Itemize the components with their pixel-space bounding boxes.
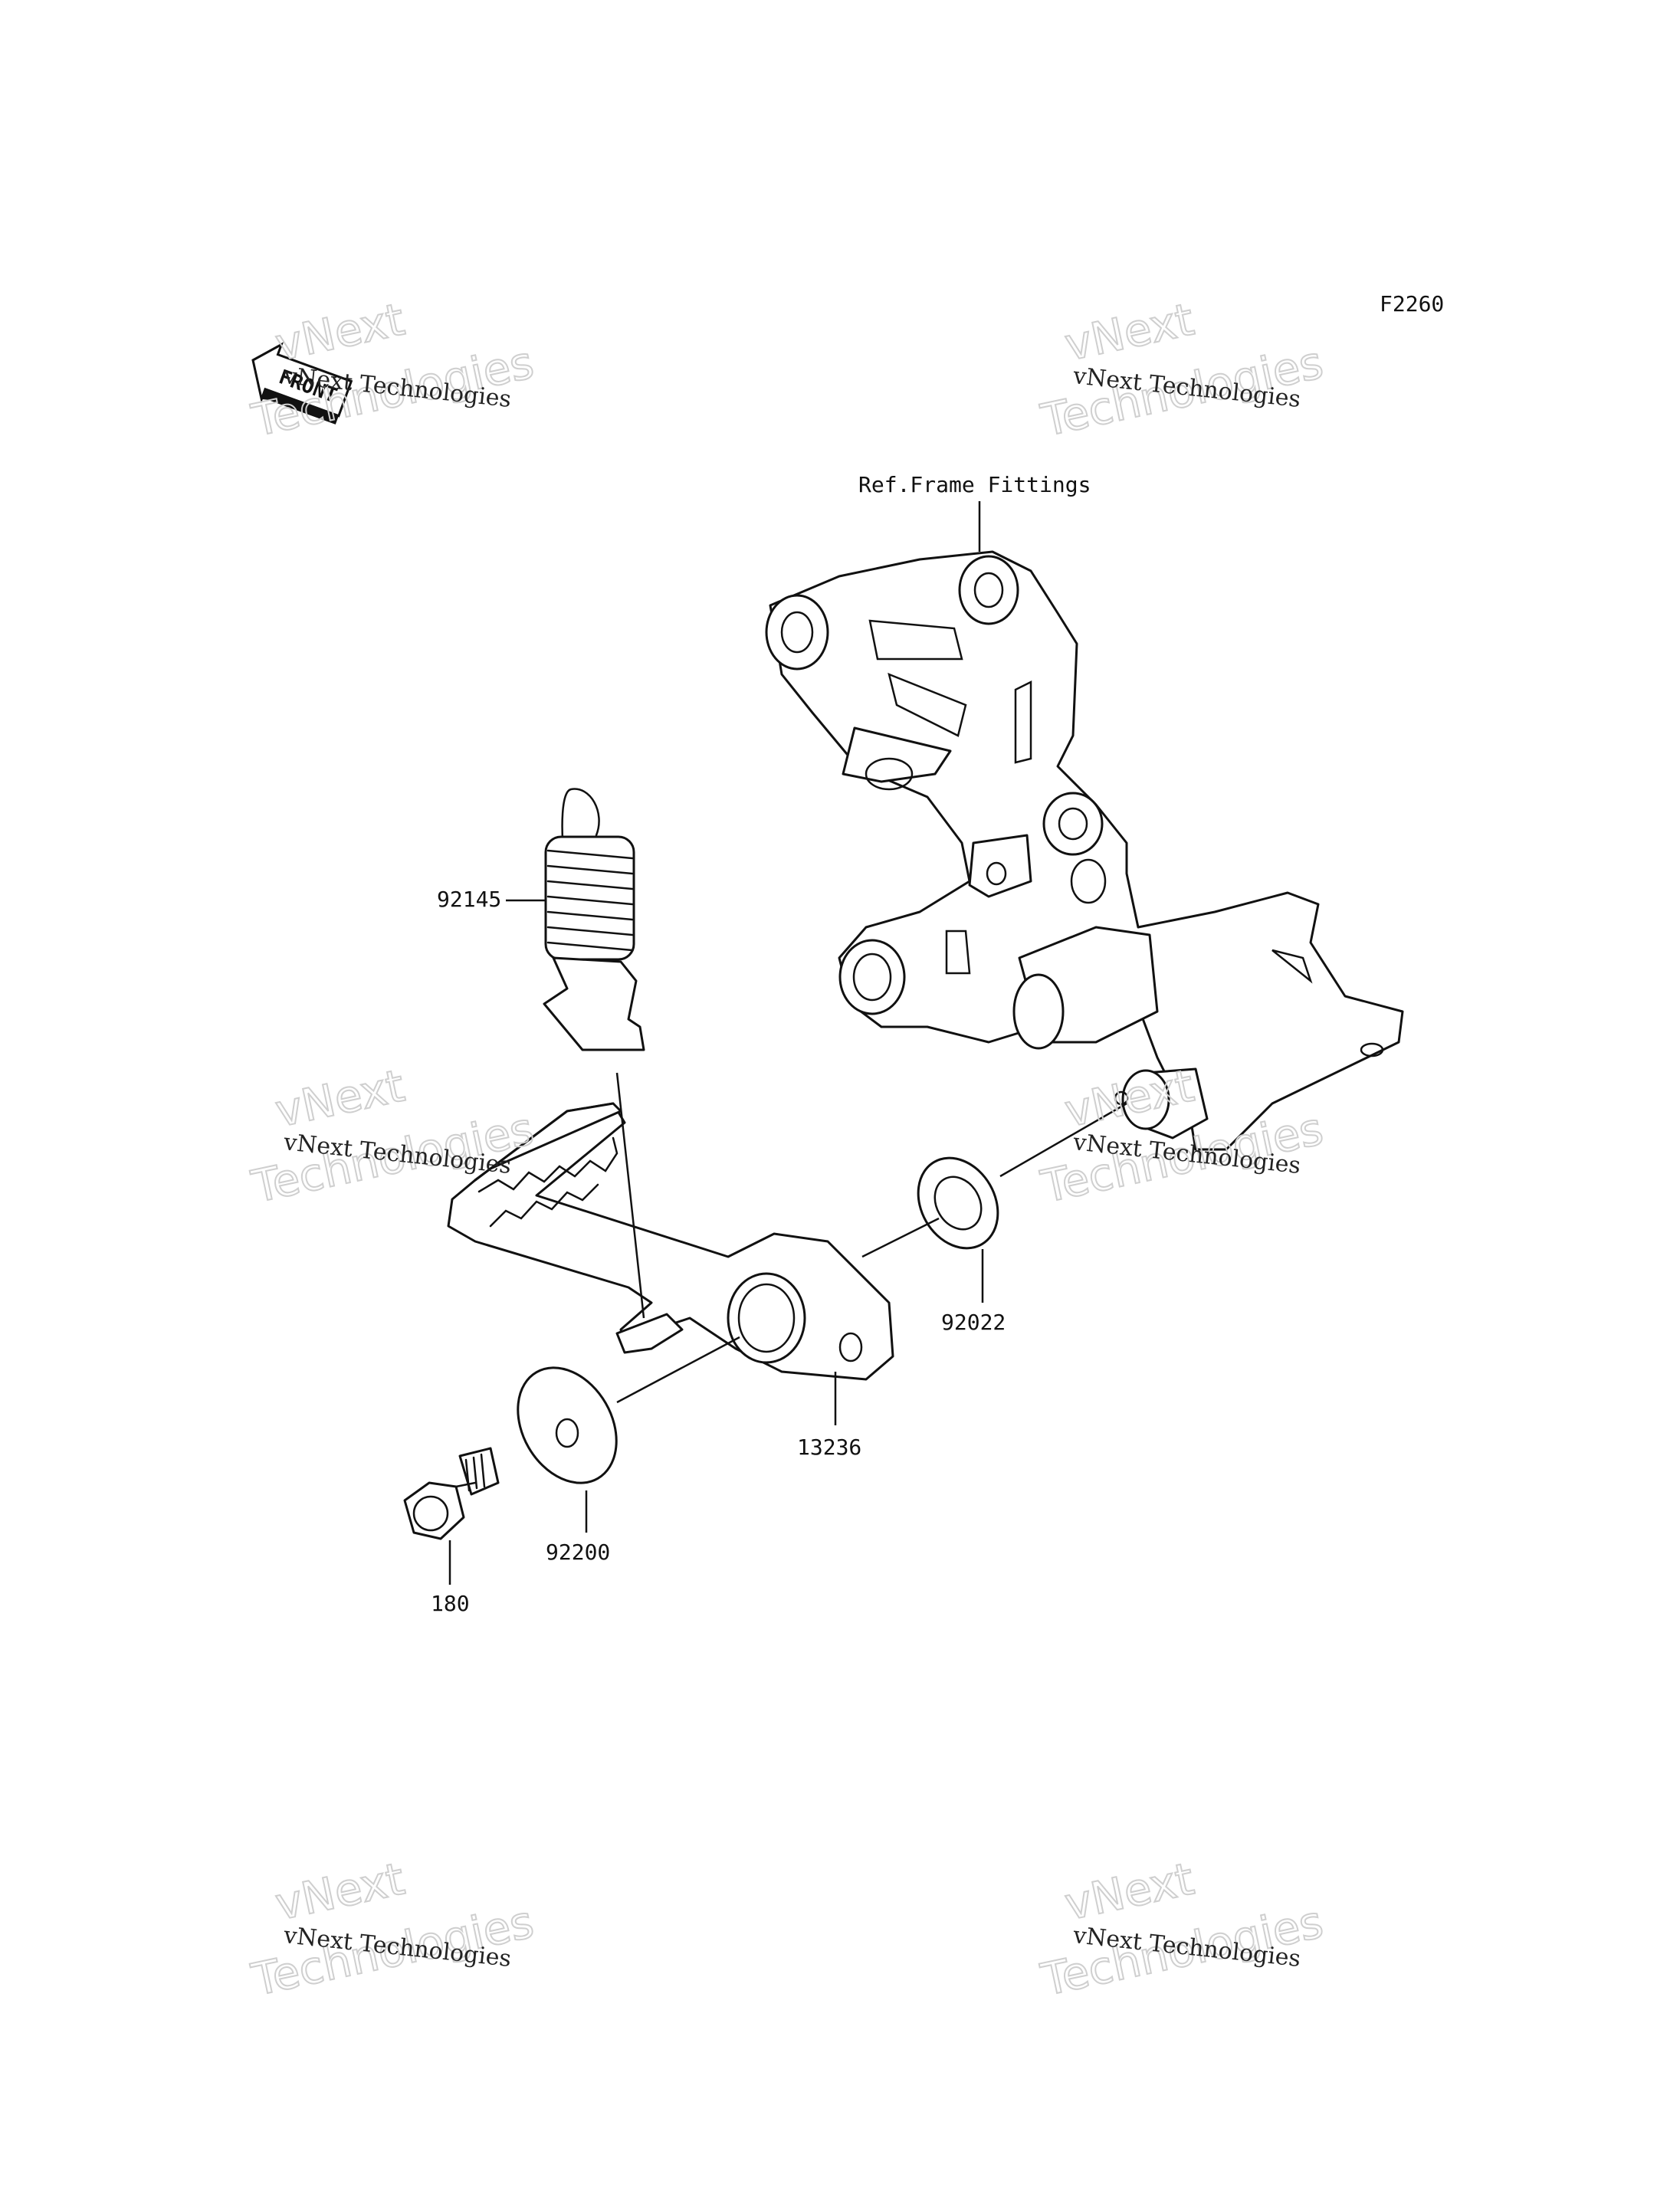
leader-collar-axis-a xyxy=(861,1217,940,1258)
watermark: vNext Technologies vNext Technologies xyxy=(246,1851,539,2006)
watermark: vNext Technologies vNext Technologies xyxy=(246,292,539,447)
part-number-spring: 92145 xyxy=(437,887,501,912)
watermark: vNext Technologies vNext Technologies xyxy=(1035,292,1328,447)
part-number-bolt: 180 xyxy=(431,1591,470,1616)
leader-collar-axis-b xyxy=(999,1102,1127,1178)
pedal-part xyxy=(447,1102,894,1381)
diagram-code: F2260 xyxy=(1380,291,1444,316)
part-number-pedal: 13236 xyxy=(797,1435,861,1460)
svg-text:vNext: vNext xyxy=(271,1852,409,1930)
frame-bracket xyxy=(765,550,1404,1151)
svg-text:vNext: vNext xyxy=(271,293,409,371)
bolt-part xyxy=(403,1447,500,1540)
leader-washer-axis xyxy=(616,1336,740,1404)
reference-note: Ref.Frame Fittings xyxy=(858,472,1091,497)
svg-text:vNext: vNext xyxy=(271,1059,409,1137)
front-arrow-icon: FRONT xyxy=(251,342,353,425)
watermark: vNext Technologies vNext Technologies xyxy=(1035,1851,1328,2006)
part-number-washer: 92200 xyxy=(546,1540,610,1565)
washer-part xyxy=(517,1366,618,1484)
svg-text:vNext: vNext xyxy=(1061,293,1199,371)
part-number-collar: 92022 xyxy=(941,1310,1006,1335)
svg-text:vNext: vNext xyxy=(1061,1852,1199,1930)
collar-part xyxy=(917,1156,999,1250)
spring-part xyxy=(543,788,645,1051)
leader-spring-hook xyxy=(615,1072,645,1319)
